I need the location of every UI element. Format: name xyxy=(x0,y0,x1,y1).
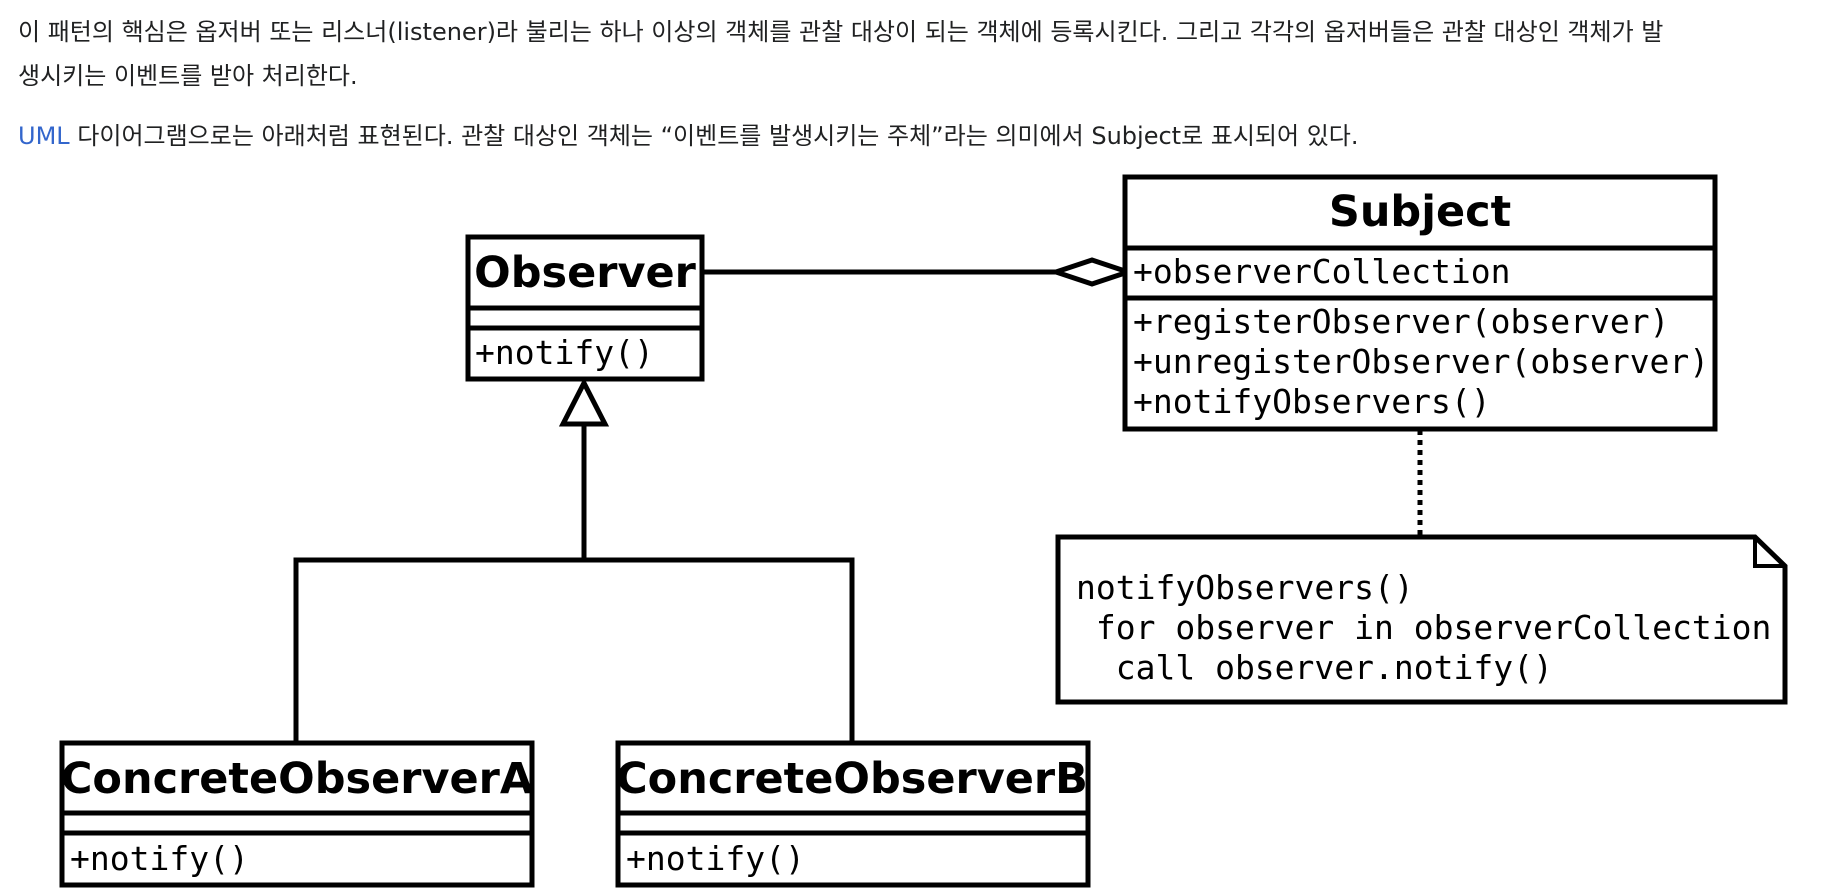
generalization-triangle xyxy=(558,377,610,427)
subject-unregister-observer-operation: +unregisterObserver(observer) xyxy=(1133,342,1709,381)
subject-class-name: Subject xyxy=(1329,187,1511,237)
generalization-branch xyxy=(293,557,855,745)
uml-description-text: 다이어그램으로는 아래처럼 표현된다. 관찰 대상인 객체는 “이벤트를 발생시… xyxy=(69,122,1359,150)
subject-register-observer-operation: +registerObserver(observer) xyxy=(1133,302,1669,341)
note-line-1: notifyObservers() xyxy=(1076,568,1414,607)
uml-description-paragraph: UML 다이어그램으로는 아래처럼 표현된다. 관찰 대상인 객체는 “이벤트를… xyxy=(18,114,1359,158)
concrete-observer-a-name: ConcreteObserverA xyxy=(61,754,534,804)
observer-class-name: Observer xyxy=(474,248,696,298)
concrete-observer-b-name: ConcreteObserverB xyxy=(616,754,1088,804)
subject-class: Subject +observerCollection +registerObs… xyxy=(1122,174,1718,432)
uml-link[interactable]: UML xyxy=(18,122,70,150)
concrete-observer-a-class: ConcreteObserverA +notify() xyxy=(59,740,535,888)
subject-observer-collection-attribute: +observerCollection xyxy=(1133,252,1511,291)
note-folded-corner xyxy=(1753,537,1785,568)
note-line-2: for observer in observerCollection xyxy=(1076,608,1771,647)
subject-notify-observers-operation: +notifyObservers() xyxy=(1133,382,1491,421)
intro-paragraph: 이 패턴의 핵심은 옵저버 또는 리스너(listener)라 불리는 하나 이… xyxy=(18,10,1663,98)
note-line-3: call observer.notify() xyxy=(1076,648,1553,687)
intro-line-1: 이 패턴의 핵심은 옵저버 또는 리스너(listener)라 불리는 하나 이… xyxy=(18,18,1664,46)
note-box xyxy=(1055,534,1788,705)
concrete-observer-a-notify-operation: +notify() xyxy=(70,839,249,878)
concrete-observer-b-notify-operation: +notify() xyxy=(626,839,805,878)
intro-line-2: 생시키는 이벤트를 받아 처리한다. xyxy=(18,62,358,90)
observer-class: Observer +notify() xyxy=(465,234,705,382)
subject-class-box xyxy=(1122,174,1718,432)
concrete-observer-b-class: ConcreteObserverB +notify() xyxy=(615,740,1091,888)
observer-notify-operation: +notify() xyxy=(475,333,654,372)
aggregation-diamond xyxy=(1048,257,1136,287)
note: notifyObservers() for observer in observ… xyxy=(1055,534,1788,705)
